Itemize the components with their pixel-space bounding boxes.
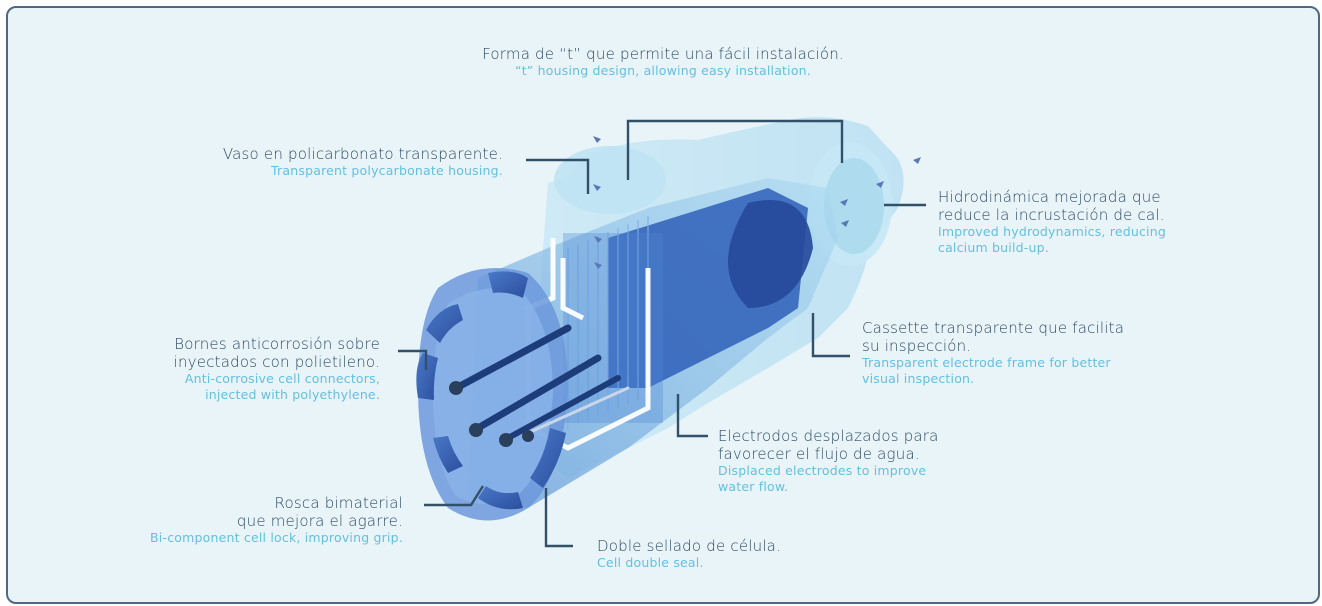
callout-vaso-en-line-1: Transparent polycarbonate housing. <box>271 163 503 178</box>
callout-vaso-es-line-1: Vaso en policarbonato transparente. <box>222 145 503 163</box>
callout-hidro-es-line-2: reduce la incrustación de cal. <box>938 206 1165 224</box>
callout-hidrodinamica: Hidrodinámica mejorada que reduce la inc… <box>938 188 1268 256</box>
callout-sellado: Doble sellado de célula. Cell double sea… <box>597 537 857 571</box>
callout-hidro-en-line-2: calcium build-up. <box>938 240 1049 255</box>
callout-bornes-es-line-1: Bornes anticorrosión sobre <box>174 335 380 353</box>
leader-lines <box>398 119 926 548</box>
callout-t-housing-es-line-1: Forma de “t” que permite una fácil insta… <box>482 45 844 63</box>
callout-bornes-es-line-2: inyectados con polietileno. <box>173 353 380 371</box>
callout-t-housing: Forma de “t” que permite una fácil insta… <box>438 45 888 79</box>
callout-cassette-en-line-2: visual inspection. <box>862 371 975 386</box>
electrolytic-cell-illustration <box>398 117 926 548</box>
callout-sellado-en-line-1: Cell double seal. <box>597 555 704 570</box>
callout-rosca-en-line-1: Bi-component cell lock, improving grip. <box>150 530 403 545</box>
callout-cassette-en-line-1: Transparent electrode frame for better <box>862 355 1111 370</box>
callout-bornes-en-line-2: injected with polyethylene. <box>205 387 380 402</box>
callout-electrodos-en-line-2: water flow. <box>718 479 789 494</box>
callout-electrodos-en-line-1: Displaced electrodes to improve <box>718 463 927 478</box>
front-cap <box>416 268 568 521</box>
callout-electrodos-es-line-1: Electrodos desplazados para <box>718 427 939 445</box>
callout-bornes-en-line-1: Anti-corrosive cell connectors, <box>184 371 380 386</box>
callout-bornes: Bornes anticorrosión sobre inyectados co… <box>108 335 380 403</box>
callout-cassette-es-line-2: su inspección. <box>862 337 972 355</box>
callout-rosca-es-line-2: que mejora el agarre. <box>236 512 403 530</box>
callout-rosca-es-line-1: Rosca bimaterial <box>274 494 403 512</box>
callout-sellado-es-line-1: Doble sellado de célula. <box>597 537 782 555</box>
callout-rosca: Rosca bimaterial que mejora el agarre. B… <box>68 494 403 546</box>
callout-hidro-en-line-1: Improved hydrodynamics, reducing <box>938 224 1166 239</box>
diagram-frame: Forma de “t” que permite una fácil insta… <box>6 6 1320 604</box>
cell-connectors <box>449 324 630 447</box>
callout-cassette: Cassette transparente que facilita su in… <box>862 319 1202 387</box>
callout-electrodos: Electrodos desplazados para favorecer el… <box>718 427 1018 495</box>
callout-t-housing-en-line-1: “t” housing design, allowing easy instal… <box>515 63 811 78</box>
callout-electrodos-es-line-2: favorecer el flujo de agua. <box>718 445 920 463</box>
callout-hidro-es-line-1: Hidrodinámica mejorada que <box>938 188 1161 206</box>
flow-arrows <box>593 136 921 269</box>
callout-cassette-es-line-1: Cassette transparente que facilita <box>862 319 1125 337</box>
callout-vaso: Vaso en policarbonato transparente. Tran… <box>168 145 503 179</box>
